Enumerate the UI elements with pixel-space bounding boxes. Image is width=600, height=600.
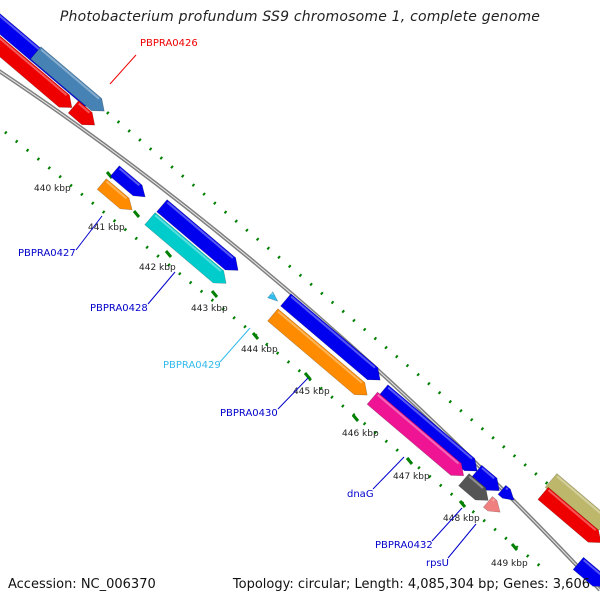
gene-feature-magenta: [366, 391, 465, 477]
gene-feature-red-highlight: [78, 102, 91, 114]
kbp-tick-mark: [132, 210, 141, 218]
gene-label-pbpra0426: PBPRA0426: [140, 38, 198, 49]
gene-feature-red: [67, 100, 96, 126]
gene-feature-orange-highlight: [277, 310, 363, 384]
gene-feature-cyan-small-highlight: [269, 291, 274, 296]
gene-feature-orange: [96, 178, 133, 211]
gene-feature-blue: [497, 484, 515, 501]
gene-feature-blue-highlight: [583, 559, 600, 576]
gene-feature-steelblue-highlight: [40, 48, 100, 100]
kbp-label: 449 kbp: [491, 559, 528, 569]
gene-feature-olive: [544, 473, 600, 531]
gene-leader-line: [75, 215, 103, 251]
kbp-tick-mark: [510, 543, 519, 551]
gene-feature-blue-highlight: [481, 467, 495, 480]
gene-feature-olive-highlight: [556, 475, 600, 515]
accession-text: Accession: NC_006370: [8, 577, 156, 592]
gene-feature-blue: [109, 165, 146, 198]
gene-feature-red: [0, 35, 73, 108]
kbp-label: 447 kbp: [393, 472, 430, 482]
gene-feature-blue: [377, 384, 478, 472]
gene-feature-blue-highlight: [290, 295, 376, 369]
gene-feature-orange-highlight: [105, 180, 127, 200]
gene-label-dnag: dnaG: [347, 489, 374, 500]
gene-feature-blue-highlight: [166, 201, 234, 259]
kbp-tick-mark: [405, 457, 414, 465]
gene-leader-line: [447, 523, 477, 559]
kbp-label: 446 kbp: [342, 429, 379, 439]
kbp-tick-mark: [164, 250, 173, 258]
gene-feature-cyan-highlight: [154, 214, 222, 272]
gene-feature-blue: [156, 199, 239, 271]
genome-summary-text: Topology: circular; Length: 4,085,304 bp…: [232, 577, 590, 592]
map-title: Photobacterium profundum SS9 chromosome …: [59, 9, 541, 25]
kbp-tick-mark: [210, 290, 219, 298]
gene-feature-blue-highlight: [505, 487, 509, 491]
gene-leader-line: [109, 54, 137, 85]
gene-feature-magenta-highlight: [377, 394, 460, 465]
kbp-label: 448 kbp: [443, 514, 480, 524]
gene-label-rpsu: rpsU: [426, 558, 449, 569]
gene-label-pbpra0429: PBPRA0429: [163, 360, 221, 371]
gene-feature-red: [537, 486, 600, 543]
kbp-tick-mark: [458, 500, 467, 508]
gene-label-pbpra0430: PBPRA0430: [220, 408, 278, 419]
gene-feature-blue: [280, 293, 381, 381]
kbp-label: 442 kbp: [139, 263, 176, 273]
gene-leader-line: [372, 456, 405, 490]
backbone-highlight: [0, 71, 600, 591]
gene-leader-line: [147, 271, 176, 305]
gene-feature-gray: [458, 473, 489, 501]
gene-label-pbpra0428: PBPRA0428: [90, 303, 148, 314]
gene-label-pbpra0427: PBPRA0427: [18, 248, 76, 259]
gene-feature-cyan: [144, 212, 227, 284]
kbp-label: 444 kbp: [241, 345, 278, 355]
kbp-label: 443 kbp: [191, 304, 228, 314]
kbp-tick-mark: [303, 372, 312, 380]
gene-feature-red-highlight: [0, 37, 68, 97]
gene-leader-line: [219, 327, 251, 363]
gene-feature-blue-highlight: [118, 167, 140, 187]
gene-feature-orange: [267, 308, 368, 396]
gene-feature-steelblue: [30, 46, 105, 112]
gene-feature-blue-highlight: [387, 386, 473, 460]
gene-feature-pink-highlight: [492, 498, 495, 502]
kbp-tick-mark: [251, 332, 260, 340]
gene-leader-line: [277, 377, 309, 410]
gene-leader-line: [431, 507, 463, 542]
gene-feature-cyan-small: [267, 291, 279, 302]
gene-feature-blue: [470, 464, 500, 492]
gene-feature-red-highlight: [547, 489, 597, 532]
kbp-label: 441 kbp: [88, 223, 125, 233]
outer-tick-ring: [0, 20, 600, 530]
kbp-tick-mark: [351, 414, 360, 422]
gene-feature-pink: [482, 496, 501, 513]
kbp-label: 440 kbp: [34, 184, 71, 194]
gene-feature-gray-highlight: [468, 475, 484, 489]
kbp-label: 445 kbp: [293, 387, 330, 397]
gene-label-pbpra0432: PBPRA0432: [375, 540, 433, 551]
